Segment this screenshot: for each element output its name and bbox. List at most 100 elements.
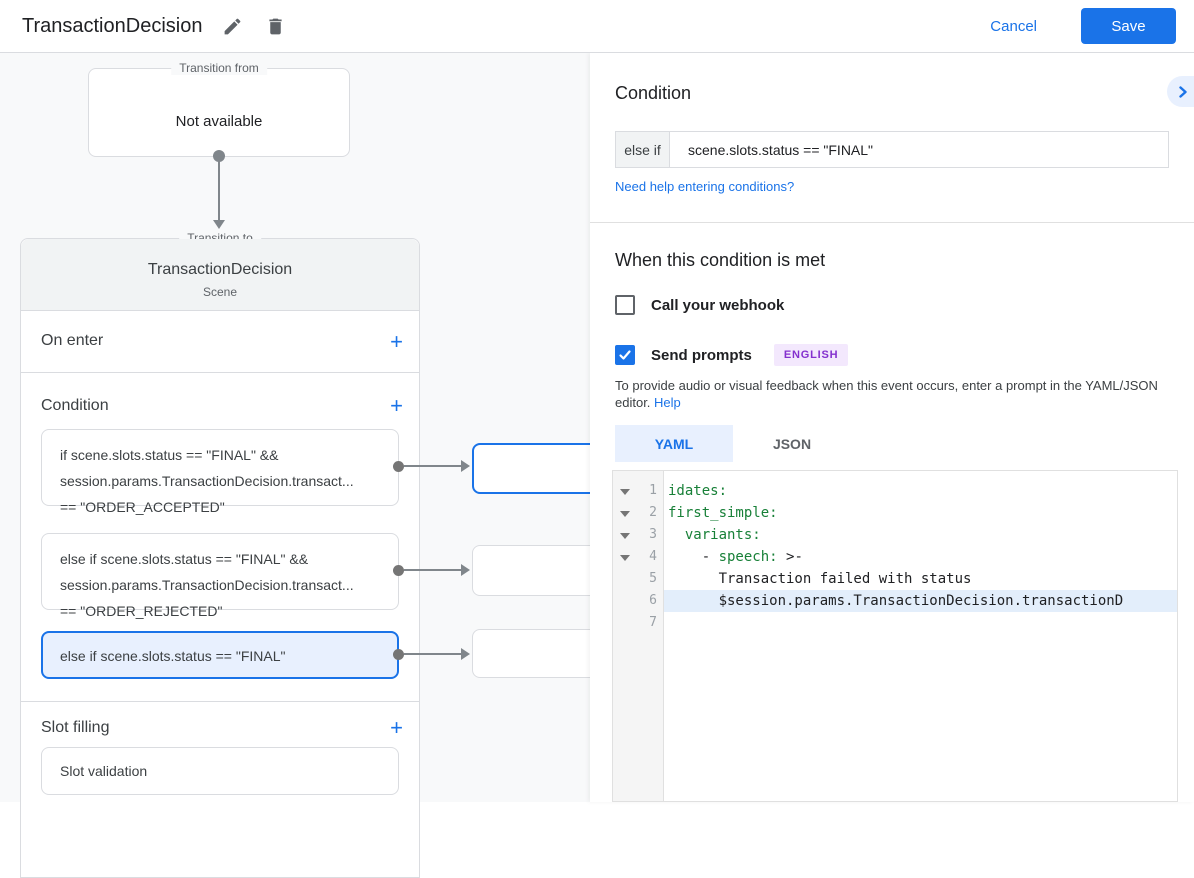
line-gutter: 5 (613, 568, 664, 590)
transition-to-card: Transition to TransactionDecision Scene … (20, 231, 420, 878)
transition-arrow (404, 569, 462, 571)
hint-body: To provide audio or visual feedback when… (615, 378, 1158, 410)
yaml-text: >- (777, 549, 803, 565)
code-text: Transaction failed with status (664, 568, 1177, 590)
yaml-text (668, 527, 685, 543)
scene-title: TransactionDecision (147, 261, 293, 278)
line-number: 2 (649, 505, 657, 520)
on-enter-label: On enter (41, 332, 104, 349)
fold-arrow-icon[interactable] (620, 533, 630, 539)
send-prompts-row: Send prompts ENGLISH (615, 344, 849, 366)
transition-from-content: Not available (175, 113, 263, 130)
yaml-key: first_simple: (668, 505, 778, 521)
delete-scene-button[interactable] (263, 14, 288, 39)
code-text: idates: (664, 480, 1177, 502)
line-number: 1 (649, 483, 657, 498)
yaml-text: $session.params.TransactionDecision.tran… (668, 593, 1124, 609)
condition-port-dot (393, 461, 404, 472)
condition-editor-panel: Condition else if Need help entering con… (590, 53, 1194, 802)
chevron-right-icon (1177, 85, 1189, 98)
tab-json[interactable]: JSON (733, 425, 851, 462)
call-webhook-label: Call your webhook (651, 296, 785, 314)
conditions-help-link[interactable]: Need help entering conditions? (615, 179, 795, 194)
arrowhead-icon (461, 648, 470, 660)
code-text: $session.params.TransactionDecision.tran… (664, 590, 1177, 612)
add-slot-button[interactable]: + (390, 715, 403, 740)
code-line: 3 variants: (613, 524, 1177, 546)
when-condition-heading: When this condition is met (615, 250, 826, 270)
call-webhook-checkbox[interactable] (615, 295, 635, 315)
code-text: variants: (664, 524, 1177, 546)
transition-from-legend: Transition from (171, 61, 267, 75)
connector-line (218, 160, 220, 220)
panel-divider (590, 222, 1194, 223)
code-line: 1 idates: (613, 480, 1177, 502)
transition-from-box: Transition from Not available (88, 61, 350, 157)
yaml-text: Transaction failed with status (668, 571, 972, 587)
fold-arrow-icon[interactable] (620, 555, 630, 561)
connector-dot (213, 150, 225, 162)
condition-port-dot (393, 565, 404, 576)
checkmark-icon (618, 348, 632, 362)
scene-diagram: Transition from Not available Transition… (0, 53, 630, 878)
panel-condition-heading: Condition (615, 83, 692, 103)
line-number: 3 (649, 527, 657, 542)
slot-validation-card[interactable]: Slot validation (41, 747, 399, 795)
cancel-button[interactable]: Cancel (990, 17, 1037, 35)
condition-text-line: session.params.TransactionDecision.trans… (60, 473, 354, 489)
condition-text-line: if scene.slots.status == "FINAL" && (60, 447, 279, 463)
line-gutter: 3 (613, 524, 664, 546)
fold-arrow-icon[interactable] (620, 511, 630, 517)
tab-yaml[interactable]: YAML (615, 425, 733, 462)
page-title: TransactionDecision (22, 14, 203, 37)
code-line: 6 $session.params.TransactionDecision.tr… (613, 590, 1177, 612)
help-link[interactable]: Help (654, 395, 681, 410)
condition-card-order-rejected[interactable]: else if scene.slots.status == "FINAL" &&… (41, 533, 399, 619)
save-button[interactable]: Save (1081, 8, 1176, 44)
send-prompts-label: Send prompts (651, 346, 752, 364)
code-text: - speech: >- (664, 546, 1177, 568)
condition-card-selected[interactable]: else if scene.slots.status == "FINAL" (41, 631, 399, 679)
else-if-prefix: else if (616, 132, 670, 167)
code-line: 4 - speech: >- (613, 546, 1177, 568)
condition-text-line: == "ORDER_ACCEPTED" (60, 499, 225, 515)
add-condition-button[interactable]: + (390, 393, 403, 418)
code-line: 7 (613, 612, 1177, 634)
section-divider (21, 701, 419, 702)
arrowhead-icon (461, 564, 470, 576)
slot-filling-label: Slot filling (41, 719, 110, 736)
condition-expression-input[interactable] (670, 132, 1168, 167)
line-number: 6 (649, 593, 657, 608)
condition-text-line: session.params.TransactionDecision.trans… (60, 577, 354, 593)
arrowhead-icon (461, 460, 470, 472)
code-text: first_simple: (664, 502, 1177, 524)
webhook-row: Call your webhook (615, 295, 784, 315)
condition-expression-field: else if (615, 131, 1169, 168)
line-gutter: 7 (613, 612, 664, 634)
add-on-enter-button[interactable]: + (390, 329, 403, 354)
yaml-key: variants: (684, 527, 761, 543)
scene-header: TransactionDecision Scene (21, 239, 419, 311)
code-line: 5 Transaction failed with status (613, 568, 1177, 590)
condition-port-dot (393, 649, 404, 660)
condition-card-order-accepted[interactable]: if scene.slots.status == "FINAL" && sess… (41, 429, 399, 515)
language-badge: ENGLISH (773, 344, 849, 366)
line-number: 5 (649, 571, 657, 586)
send-prompts-checkbox[interactable] (615, 345, 635, 365)
yaml-key: speech: (718, 549, 778, 565)
scene-subtitle: Scene (202, 285, 238, 299)
editor-tabs: YAML JSON (615, 425, 851, 462)
on-enter-section: On enter + (21, 311, 419, 373)
condition-section-label: Condition (41, 397, 109, 414)
yaml-text: - (668, 549, 719, 565)
collapse-panel-button[interactable] (1167, 76, 1194, 107)
line-gutter: 6 (613, 590, 664, 612)
code-text (664, 612, 1177, 634)
editor-gutter (613, 471, 664, 801)
code-line: 2 first_simple: (613, 502, 1177, 524)
line-gutter: 1 (613, 480, 664, 502)
fold-arrow-icon[interactable] (620, 489, 630, 495)
edit-scene-button[interactable] (220, 14, 245, 39)
